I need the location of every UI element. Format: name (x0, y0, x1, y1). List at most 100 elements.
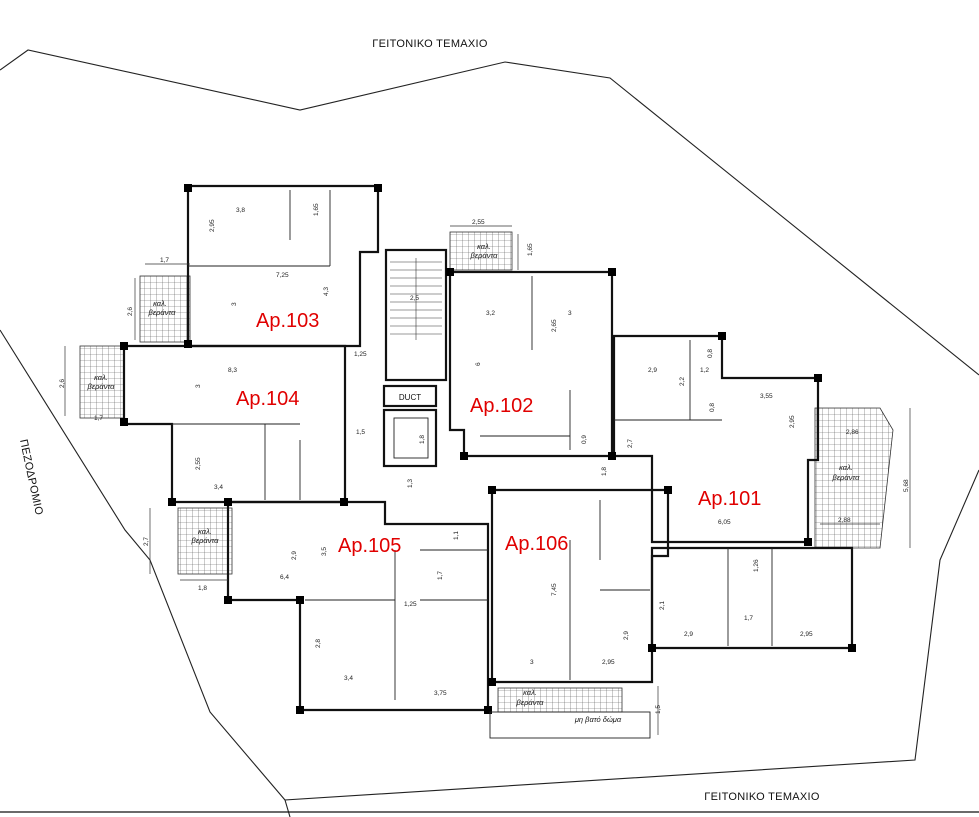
dim-2-55-b: 2,55 (195, 457, 202, 470)
dim-1-7-d: 1,7 (744, 615, 753, 622)
site-boundary (0, 49, 979, 376)
dim-2-65: 2,65 (551, 319, 558, 332)
dim-2-5: 2,5 (410, 295, 419, 302)
dim-1-1: 1,1 (453, 531, 460, 540)
veranda-105-label-1: καλ. (198, 527, 212, 536)
dim-1-25-a: 1,25 (354, 351, 367, 358)
apt-106-label: Ap.106 (505, 533, 568, 555)
dim-1-65-a: 1,65 (313, 203, 320, 216)
dim-1-7-b: 1,7 (94, 415, 103, 422)
duct-label: DUCT (399, 393, 421, 402)
veranda-102 (449, 231, 513, 271)
dim-1-8-a: 1,8 (419, 435, 426, 444)
dim-1-5: 1,5 (356, 429, 365, 436)
dim-2-2: 2,2 (679, 377, 686, 386)
dim-1-7-c: 1,7 (437, 571, 444, 580)
dim-1-7-a: 1,7 (160, 257, 169, 264)
veranda-102-label-1: καλ. (477, 242, 491, 251)
apt-104-label: Ap.104 (236, 388, 299, 410)
dim-2-9-b: 2,9 (291, 551, 298, 560)
veranda-101 (814, 407, 894, 549)
dim-2-6-b: 2,6 (59, 379, 66, 388)
dim-2-95-a: 2,95 (209, 219, 216, 232)
dim-1-8-b: 1,8 (601, 467, 608, 476)
apt-105-label: Ap.105 (338, 535, 401, 557)
apt-101-walls (612, 334, 820, 544)
veranda-103-label-1: καλ. (153, 299, 167, 308)
apt-105-walls (226, 500, 490, 712)
dim-3-b: 3 (568, 310, 572, 317)
dim-1-3: 1,3 (407, 479, 414, 488)
veranda-104 (79, 345, 125, 419)
dim-2-9-a: 2,9 (648, 367, 657, 374)
roof-note: μη βατό δώμα (574, 715, 622, 724)
dim-2-7-a: 2,7 (627, 439, 634, 448)
roof-area (489, 711, 651, 739)
lift (382, 408, 438, 468)
dim-0-8-b: 0,8 (709, 403, 716, 412)
dim-8-3: 8,3 (228, 367, 237, 374)
dim-2-8: 2,8 (315, 639, 322, 648)
dim-6-05: 6,05 (718, 519, 731, 526)
dim-3-55: 3,55 (760, 393, 773, 400)
dim-1-8-c: 1,8 (198, 585, 207, 592)
veranda-103 (139, 275, 191, 343)
lift-car (393, 417, 429, 459)
duct (382, 384, 438, 408)
structural-columns (120, 184, 856, 714)
neighbor-plot-top-label: ΓΕΙΤΟΝΙΚΟ ΤΕΜΑΧΙΟ (372, 38, 488, 50)
dim-2-95-b: 2,95 (789, 415, 796, 428)
dim-0-9: 0,9 (581, 435, 588, 444)
veranda-106-label-2: βεράντα (516, 698, 545, 707)
dim-3-75: 3,75 (434, 690, 447, 697)
dim-6: 6 (475, 362, 482, 366)
dim-2-7-b: 2,7 (143, 537, 150, 546)
dim-3-8: 3,8 (236, 207, 245, 214)
dim-1-26: 1,26 (753, 559, 760, 572)
stair-treads (390, 258, 442, 340)
apt-102-label: Ap.102 (470, 395, 533, 417)
dim-2-95-d: 2,95 (800, 631, 813, 638)
dim-2-55: 2,55 (472, 219, 485, 226)
dim-0-8-a: 0,8 (707, 349, 714, 358)
stair-core (384, 248, 448, 382)
dim-2-6-a: 2,6 (127, 307, 134, 316)
dim-7-25: 7,25 (276, 272, 289, 279)
veranda-103-label-2: βεράντα (148, 308, 177, 317)
dim-5-68: 5,68 (903, 479, 910, 492)
veranda-106-label-1: καλ. (523, 688, 537, 697)
veranda-105-label-2: βεράντα (191, 536, 220, 545)
veranda-104-label-2: βεράντα (87, 382, 116, 391)
dimension-lines (64, 225, 911, 735)
dim-3-4-b: 3,4 (344, 675, 353, 682)
dim-3-c: 3 (195, 384, 202, 388)
dim-3-a: 3 (231, 302, 238, 306)
apt-106-walls (490, 488, 670, 684)
veranda-106 (497, 687, 623, 713)
veranda-101-label-2: βεράντα (832, 473, 861, 482)
dim-2-9-d: 2,9 (684, 631, 693, 638)
veranda-105 (177, 507, 233, 575)
dim-1-25-b: 1,25 (404, 601, 417, 608)
dim-2-86: 2,86 (846, 429, 859, 436)
dim-2-88: 2,88 (838, 517, 851, 524)
site-boundary-right (284, 469, 979, 817)
dim-1-2: 1,2 (700, 367, 709, 374)
dim-6-4: 6,4 (280, 574, 289, 581)
dim-2-9-c: 2,9 (623, 631, 630, 640)
veranda-102-label-2: βεράντα (470, 251, 499, 260)
sidewalk-label: ΠΕΖΟΔΡΟΜΙΟ (17, 438, 45, 516)
dim-4-3: 4,3 (323, 287, 330, 296)
dim-1-5-b: 1,5 (655, 705, 662, 714)
neighbor-plot-bottom-label: ΓΕΙΤΟΝΙΚΟ ΤΕΜΑΧΙΟ (704, 791, 820, 803)
dim-3-d: 3 (530, 659, 534, 666)
dim-3-5: 3,5 (321, 547, 328, 556)
apt-101-label: Ap.101 (698, 488, 761, 510)
dim-2-95-c: 2,95 (602, 659, 615, 666)
dim-3-4-a: 3,4 (214, 484, 223, 491)
apt-101-bedrooms (650, 546, 854, 650)
dim-1-65-b: 1,65 (527, 243, 534, 256)
dim-3-2: 3,2 (486, 310, 495, 317)
dim-7-45: 7,45 (551, 583, 558, 596)
